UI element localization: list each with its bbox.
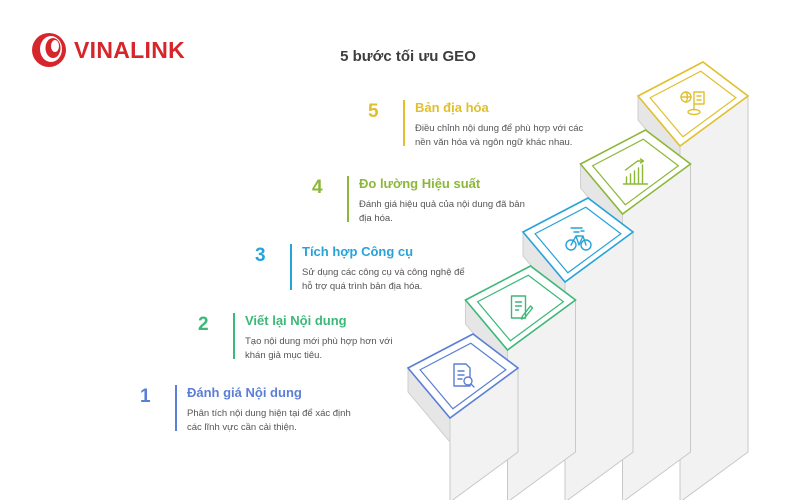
step-number: 1 [140,386,151,407]
globe-flag-icon [680,91,705,116]
step-number: 4 [312,177,323,198]
step-number: 2 [198,314,209,335]
step-description: Sử dụng các công cụ và công nghệ để hỗ t… [302,267,465,292]
step-description: Đánh giá hiệu quả của nội dung đã bản đị… [359,199,525,224]
brand-name: VINALINK [74,36,186,63]
step-heading: Tích hợp Công cụ [302,244,414,259]
step-4-top [579,129,692,216]
document-search-icon [453,363,475,388]
step-accent-bar [290,244,292,290]
brand-logo: VINALINK [30,30,185,70]
step-accent-bar [175,385,177,431]
step-number: 5 [368,101,379,122]
step-heading: Bản địa hóa [415,100,489,115]
step-heading: Viết lại Nội dung [245,313,347,328]
step-3-top [521,197,635,284]
growth-chart-icon [622,158,649,185]
step-accent-bar [403,100,405,146]
step-description: Tạo nội dung mới phù hợp hơn với khán gi… [245,336,393,361]
step-heading: Đánh giá Nội dung [187,385,302,400]
step-2-top [464,265,577,352]
page-title: 5 bước tối ưu GEO [340,48,476,65]
step-1-top [406,333,520,420]
step-5-top [636,61,750,148]
step-description: Phân tích nội dung hiện tại để xác định … [187,408,351,433]
step-accent-bar [347,176,349,222]
step-number: 3 [255,245,266,266]
vinalink-logo-icon [32,33,66,67]
step-accent-bar [233,313,235,359]
step-heading: Đo lường Hiệu suất [359,176,481,191]
document-edit-icon [510,295,534,320]
bicycle-icon [565,227,592,251]
step-description: Điều chỉnh nội dung để phù hợp với các n… [415,123,584,148]
